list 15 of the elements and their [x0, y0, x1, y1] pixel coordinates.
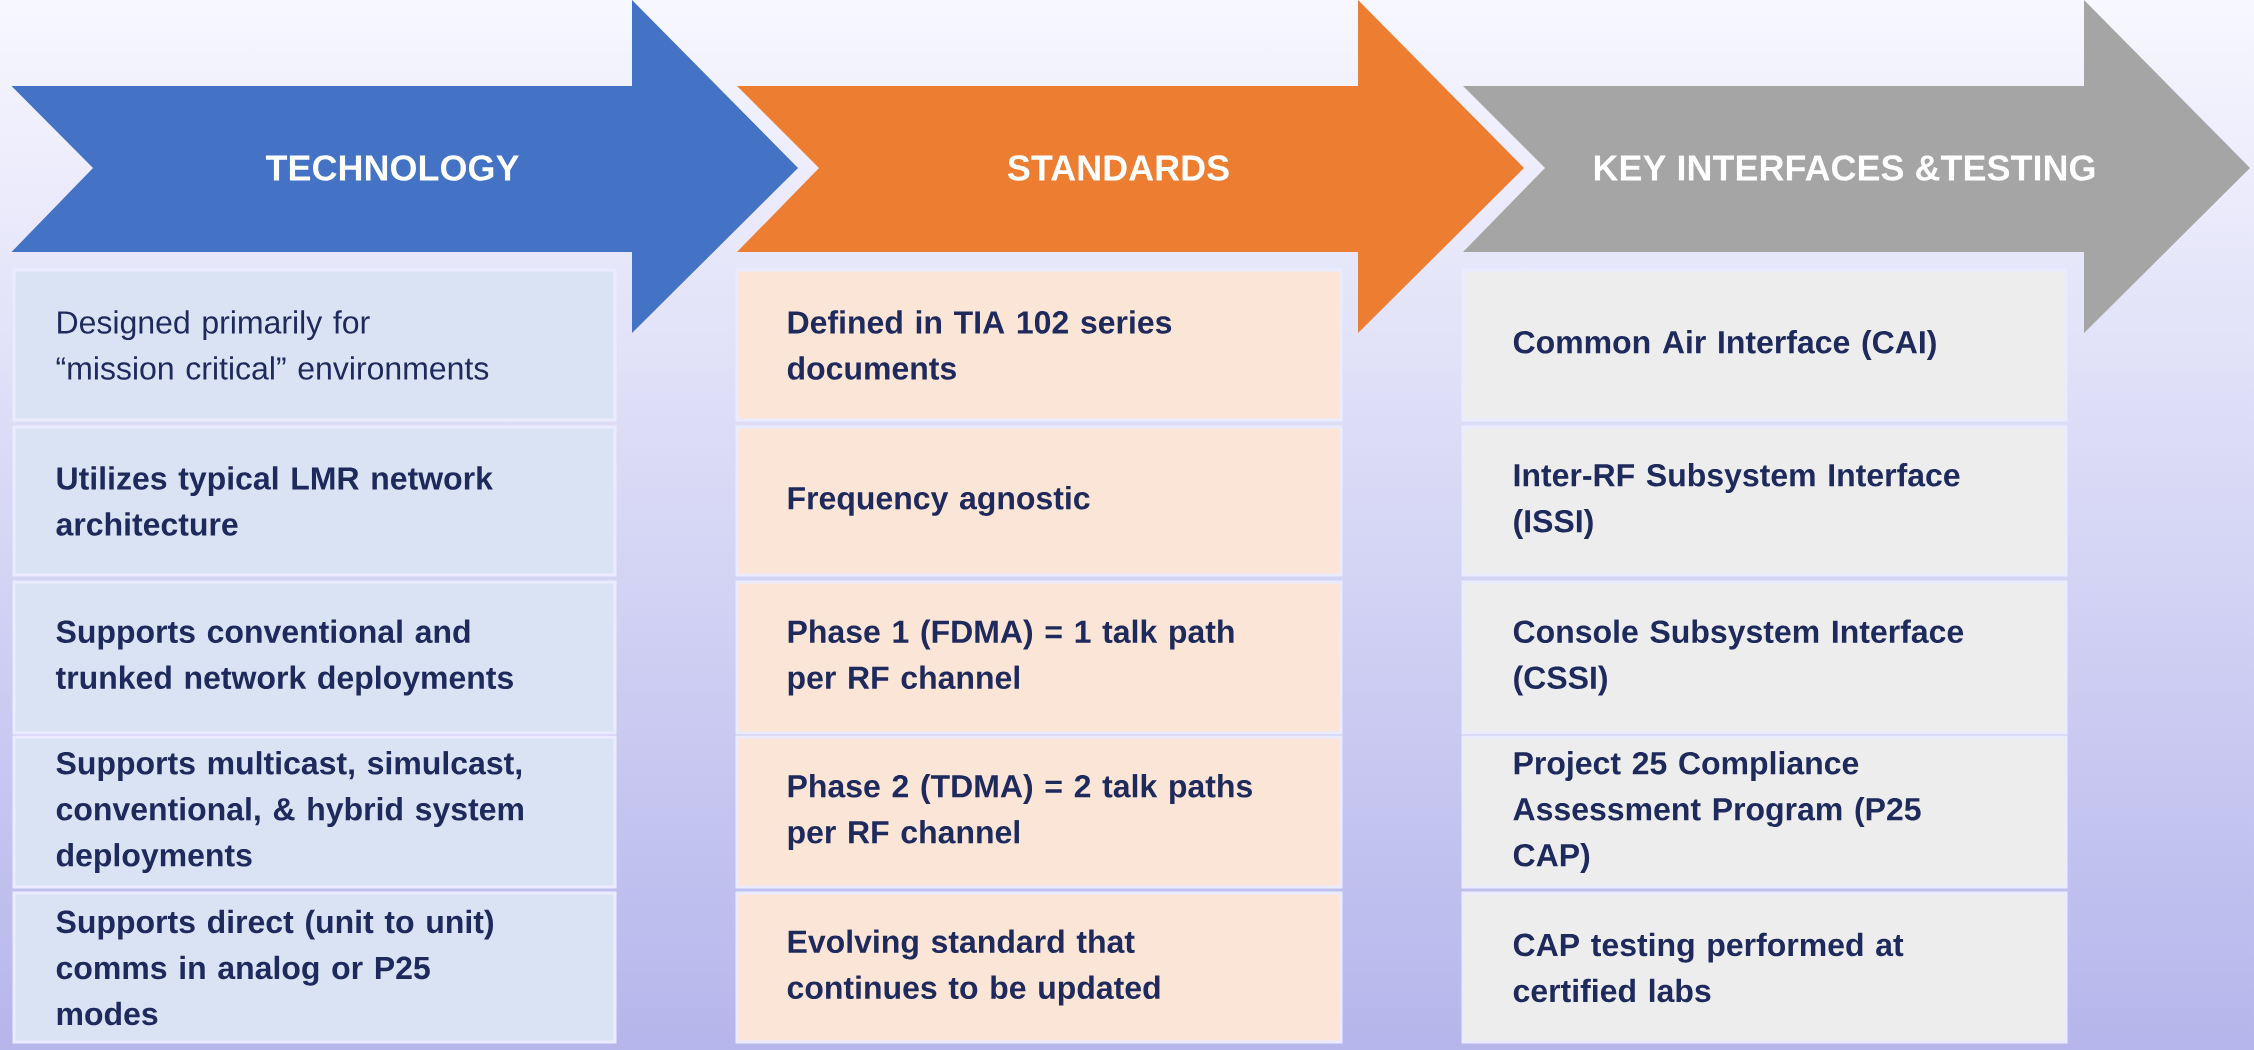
text-box: Defined in TIA 102 series documents [735, 268, 1343, 422]
text-box: Frequency agnostic [735, 425, 1343, 577]
text-box: Designed primarily for “mission critical” environments [12, 268, 617, 422]
text-box: Console Subsystem Interface (CSSI) [1461, 580, 2068, 735]
text-box: Supports direct (unit to unit) comms in analog or P25 modes [12, 891, 617, 1044]
text-box: Evolving standard that continues to be updated [735, 891, 1343, 1044]
text-box: Inter-RF Subsystem Interface (ISSI) [1461, 425, 2068, 577]
text-box: CAP testing performed at certified labs [1461, 891, 2068, 1044]
text-box: Utilizes typical LMR network architecture [12, 425, 617, 577]
text-box: Common Air Interface (CAI) [1461, 268, 2068, 422]
text-box: Supports conventional and trunked network deployments [12, 580, 617, 735]
text-box: Phase 2 (TDMA) = 2 talk paths per RF channel [735, 735, 1343, 889]
text-box: Supports multicast, simulcast, conventional, & hybrid system deployments [12, 735, 617, 889]
text-box: Phase 1 (FDMA) = 1 talk path per RF channel [735, 580, 1343, 735]
text-box: Project 25 Compliance Assessment Program (P25 CAP) [1461, 735, 2068, 889]
